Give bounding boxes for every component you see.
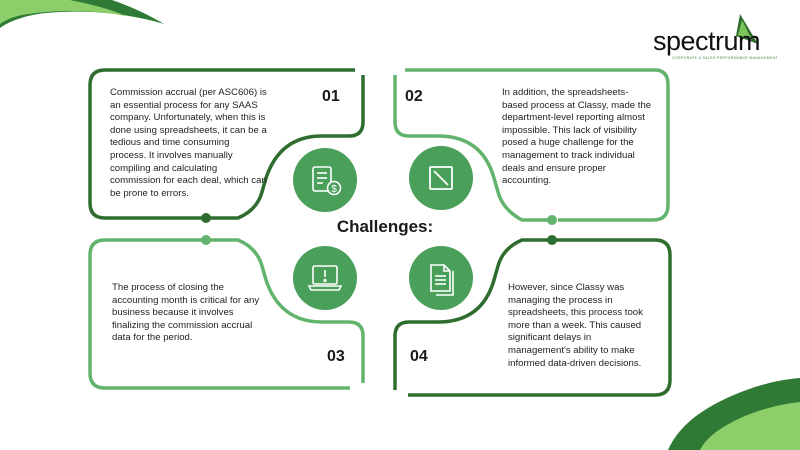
invoice-dollar-icon: $ [312,166,342,196]
card-03-number: 03 [327,348,345,365]
card-04-text: However, since Classy was managing the p… [508,282,643,369]
spectrum-logo-mark [736,14,758,44]
card-01-text: Commission accrual (per ASC606) is an es… [110,87,267,199]
spectrum-logo: spectrum [653,26,761,56]
card-03-inner-curve [208,238,365,383]
card-01-frame [88,68,355,220]
laptop-alert-icon [307,265,343,291]
card-04-frame [408,238,672,397]
card-02-connector-dot [547,215,557,225]
card-03-frame [88,238,350,390]
card-01-number: 01 [322,88,340,105]
documents-icon [430,264,454,296]
card-04-number: 04 [410,348,428,365]
logo-tagline: CORPORATE & SALES PERFORMANCE MANAGEMENT [672,56,779,60]
bottom-right-leaf-highlight [700,402,800,450]
card-01-connector-dot [201,213,211,223]
card-01-inner-curve [208,75,365,220]
card-03-connector-dot [201,235,211,245]
diagonal-square-icon [429,166,453,190]
card-02-inner-curve [393,75,552,222]
card-02-frame [405,68,670,222]
card-02-number: 02 [405,88,423,105]
card-03-icon-circle [293,246,357,310]
page-title: Challenges: [336,217,434,236]
card-04-inner-curve [393,238,552,390]
svg-text:$: $ [331,184,337,195]
card-01-icon-circle: $ [293,148,357,212]
card-02-text: In addition, the spreadsheets-based proc… [502,87,652,187]
top-left-leaf-highlight [0,0,126,24]
card-04-connector-dot [547,235,557,245]
card-02-icon-circle [409,146,473,210]
card-03-text: The process of closing the accounting mo… [112,282,260,344]
card-04-icon-circle [409,246,473,310]
